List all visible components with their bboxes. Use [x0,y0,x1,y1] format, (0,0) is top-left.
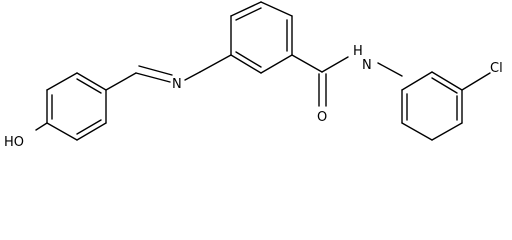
carbonyl-oxygen-label: O [317,110,327,125]
central-benzene-ring [230,1,293,74]
hydroxyl-label: HO [4,135,24,150]
aryl-carbonyl-bond [291,54,323,73]
chemical-structure-diagram: HO N O N H Cl [4,1,503,150]
aryl-ch-bond [105,72,137,91]
imine-nitrogen-label: N [172,77,182,92]
hydroxyl-bond [35,122,48,131]
imine-double-bond [135,65,173,83]
chlorine-bond [461,72,491,91]
n-aryl-bond [377,62,403,77]
amide-hydrogen-label: H [353,44,363,59]
carbonyl-double-bond [318,73,327,107]
amide-nitrogen-label: N [362,58,372,73]
chlorophenyl-ring [401,71,463,141]
phenol-ring [46,72,107,141]
imine-n-aryl-bond [184,71,201,81]
carbonyl-n-bond [321,56,349,73]
aryl-n-bond [199,54,232,73]
chlorine-label: Cl [490,61,503,76]
